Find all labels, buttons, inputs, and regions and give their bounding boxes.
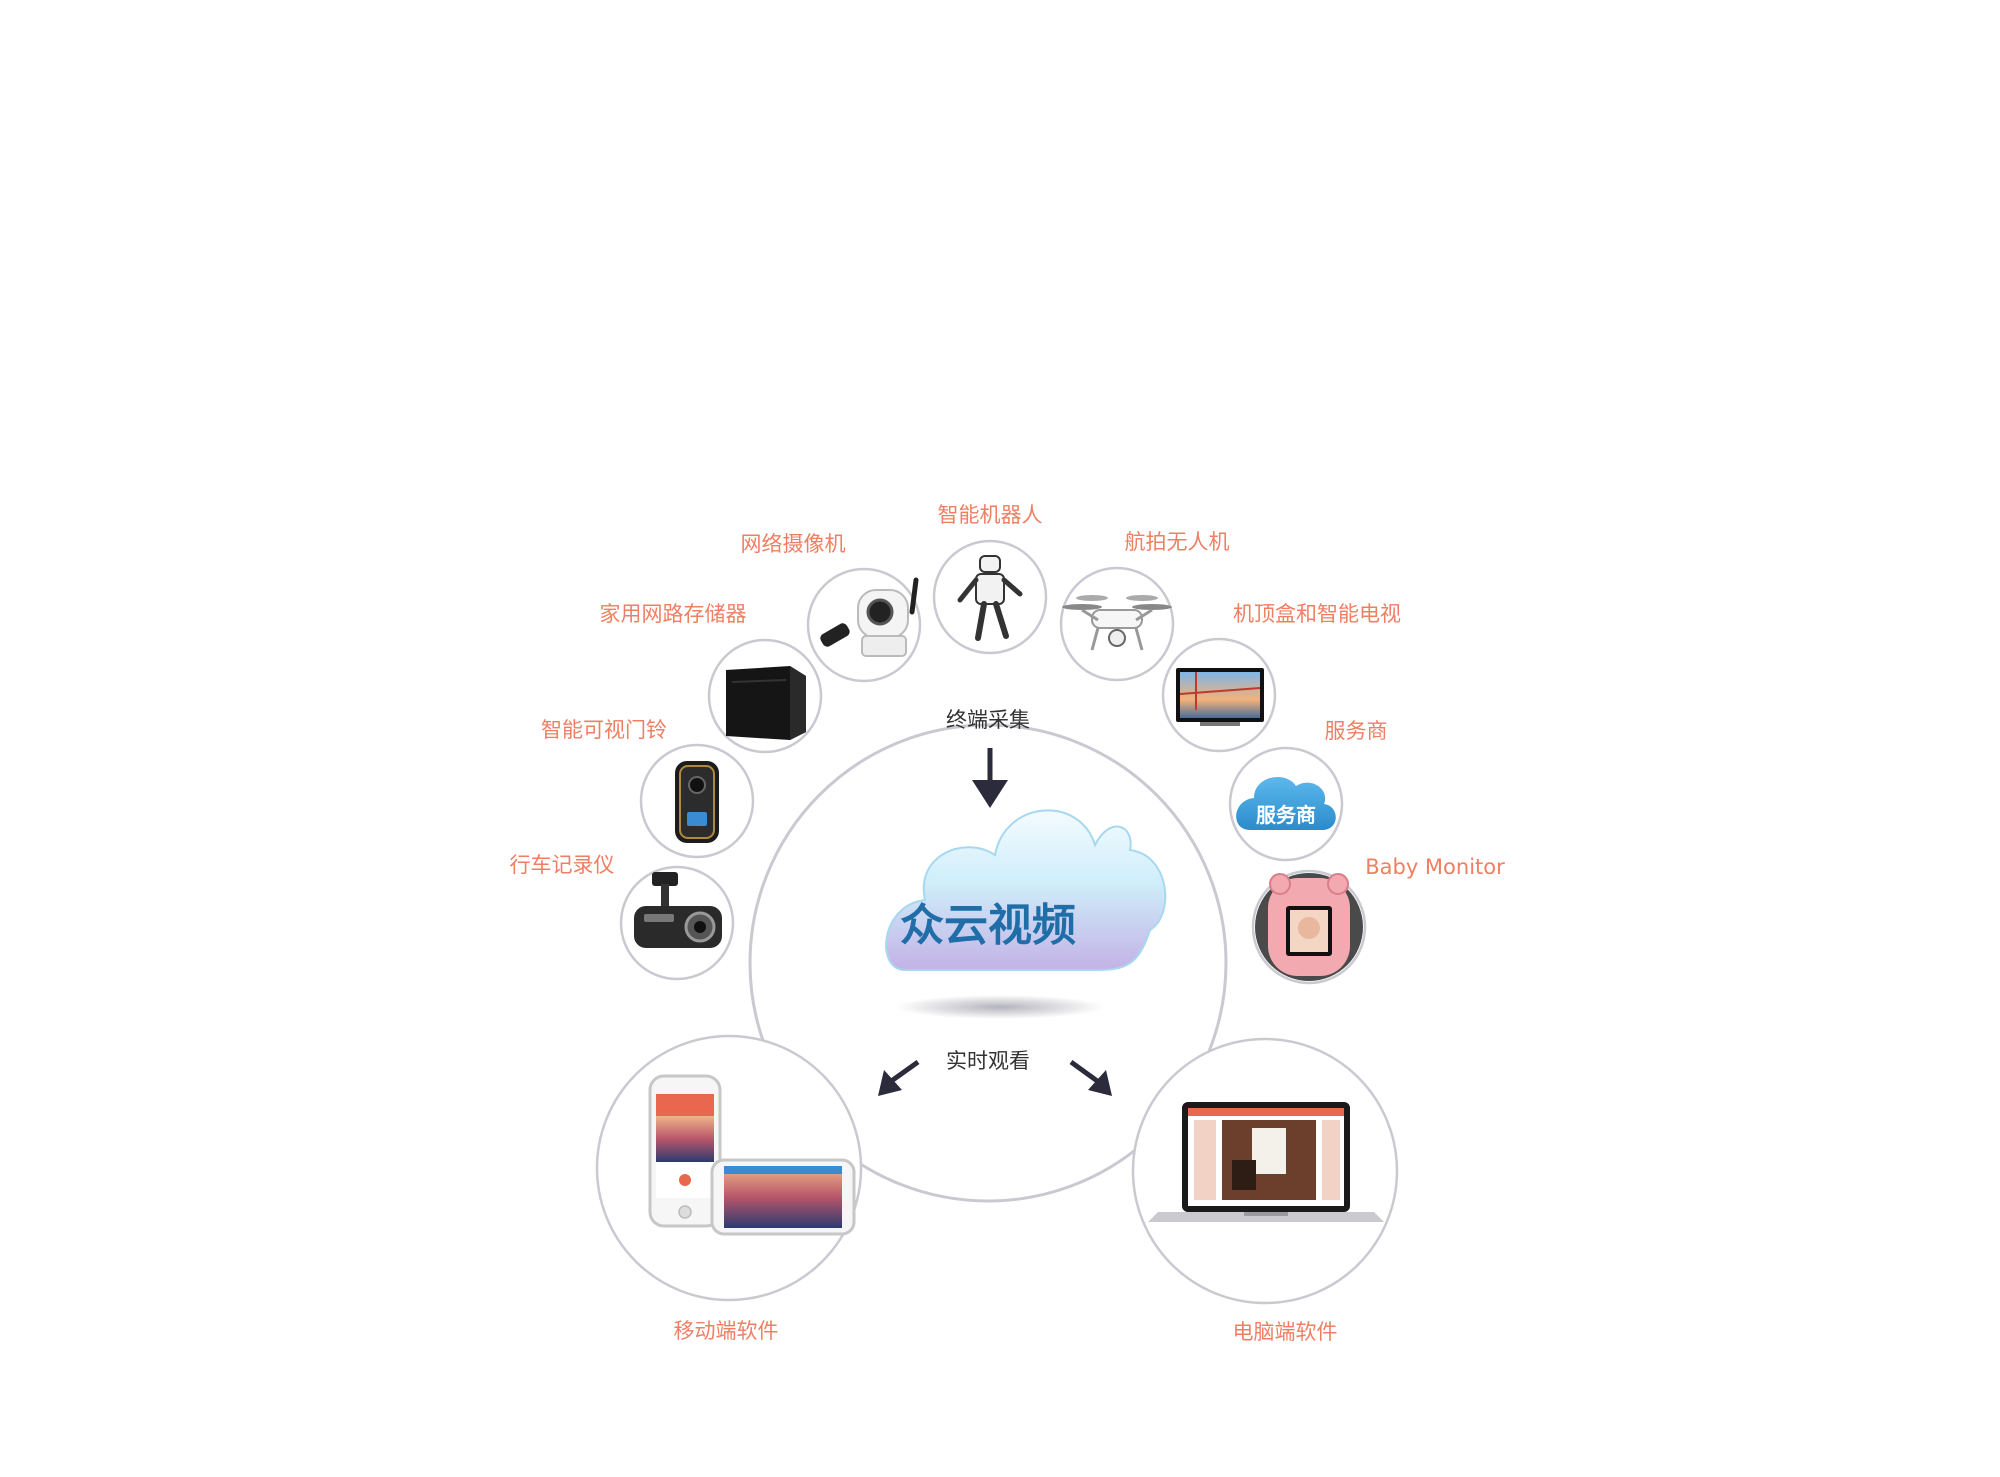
center-ring (748, 723, 1228, 1203)
ip-camera-icon (820, 577, 919, 657)
device-label-doorbell: 智能可视门铃 (541, 718, 667, 742)
device-label-ipcamera: 网络摄像机 (741, 532, 846, 556)
client-node-laptop: 电脑端软件 (1131, 1037, 1399, 1344)
device-node-babymonitor: Baby Monitor (1251, 855, 1505, 985)
nas-storage-icon (726, 666, 806, 740)
client-label-laptop: 电脑端软件 (1233, 1320, 1338, 1344)
device-node-drone: 航拍无人机 (1059, 530, 1230, 682)
device-node-robot: 智能机器人 (932, 503, 1048, 655)
baby-monitor-icon (1255, 873, 1363, 981)
cloud-icon (885, 809, 1167, 971)
device-node-doorbell: 智能可视门铃 (541, 718, 755, 859)
device-node-smarttv: 机顶盒和智能电视 (1161, 602, 1401, 753)
top-caption: 终端采集 (946, 708, 1030, 732)
device-node-nas: 家用网路存储器 (600, 602, 823, 754)
down-arrow-icon (972, 748, 1008, 808)
device-label-service: 服务商 (1325, 719, 1388, 743)
mobile-devices-icon (648, 1074, 856, 1236)
down-left-arrow-icon (878, 1059, 920, 1096)
service-cloud-icon: 服务商 (1236, 776, 1336, 830)
robot-icon (957, 555, 1023, 641)
device-label-nas: 家用网路存储器 (600, 602, 747, 626)
drone-icon (1062, 595, 1172, 651)
down-right-arrow-icon (1069, 1059, 1112, 1096)
device-label-drone: 航拍无人机 (1125, 530, 1230, 554)
laptop-icon (1148, 1102, 1384, 1222)
client-node-mobile: 移动端软件 (595, 1034, 863, 1343)
center-cloud: 众云视频 (885, 809, 1167, 971)
dashcam-icon (634, 872, 722, 948)
smart-tv-icon (1176, 668, 1264, 726)
brand-title: 众云视频 (900, 900, 1076, 951)
device-node-dashcam: 行车记录仪 (510, 853, 735, 981)
cloud-shadow (895, 995, 1105, 1019)
device-node-service: 服务商 服务商 (1228, 719, 1388, 862)
device-label-dashcam: 行车记录仪 (510, 853, 615, 877)
service-badge-text: 服务商 (1256, 803, 1316, 827)
device-label-babymonitor: Baby Monitor (1365, 855, 1505, 879)
device-label-robot: 智能机器人 (938, 503, 1043, 527)
device-label-smarttv: 机顶盒和智能电视 (1233, 602, 1401, 626)
video-doorbell-icon (675, 761, 719, 843)
bottom-caption: 实时观看 (946, 1049, 1030, 1073)
client-label-mobile: 移动端软件 (674, 1319, 779, 1343)
device-node-ipcamera: 网络摄像机 (741, 532, 922, 683)
